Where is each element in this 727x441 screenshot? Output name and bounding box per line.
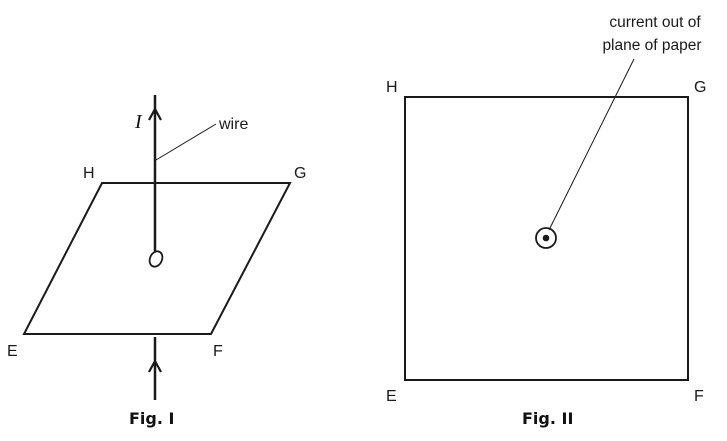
- current-out-dot-icon: [542, 234, 550, 242]
- annotation-leader-line: [548, 58, 635, 231]
- annotation-line-1: current out of: [609, 14, 701, 31]
- current-symbol: I: [134, 111, 143, 133]
- current-out-ring: [535, 227, 557, 249]
- vertex-h: H: [83, 165, 95, 182]
- annotation-line-2: plane of paper: [602, 37, 701, 54]
- vertex-g: G: [294, 165, 306, 182]
- fig-2: current out of plane of paper H G E F Fi…: [386, 14, 706, 428]
- current-arrow-top-icon: [148, 106, 162, 121]
- vertex-e: E: [7, 343, 18, 360]
- plane-efgh: [22, 182, 292, 335]
- fig-1-caption: Fig. I: [129, 409, 174, 428]
- vertex-f: F: [694, 388, 704, 405]
- vertex-e: E: [386, 388, 397, 405]
- fig-1: I wire H G E F Fig. I: [7, 95, 306, 428]
- wire-leader-line: [155, 123, 217, 161]
- wire-label: wire: [218, 116, 248, 133]
- current-arrow-bottom-icon: [148, 358, 162, 373]
- fig-2-caption: Fig. II: [522, 409, 573, 428]
- vertex-f: F: [213, 343, 223, 360]
- wire-hole: [148, 250, 164, 268]
- vertex-g: G: [694, 79, 706, 96]
- square-efgh: [404, 96, 689, 381]
- vertex-h: H: [386, 79, 398, 96]
